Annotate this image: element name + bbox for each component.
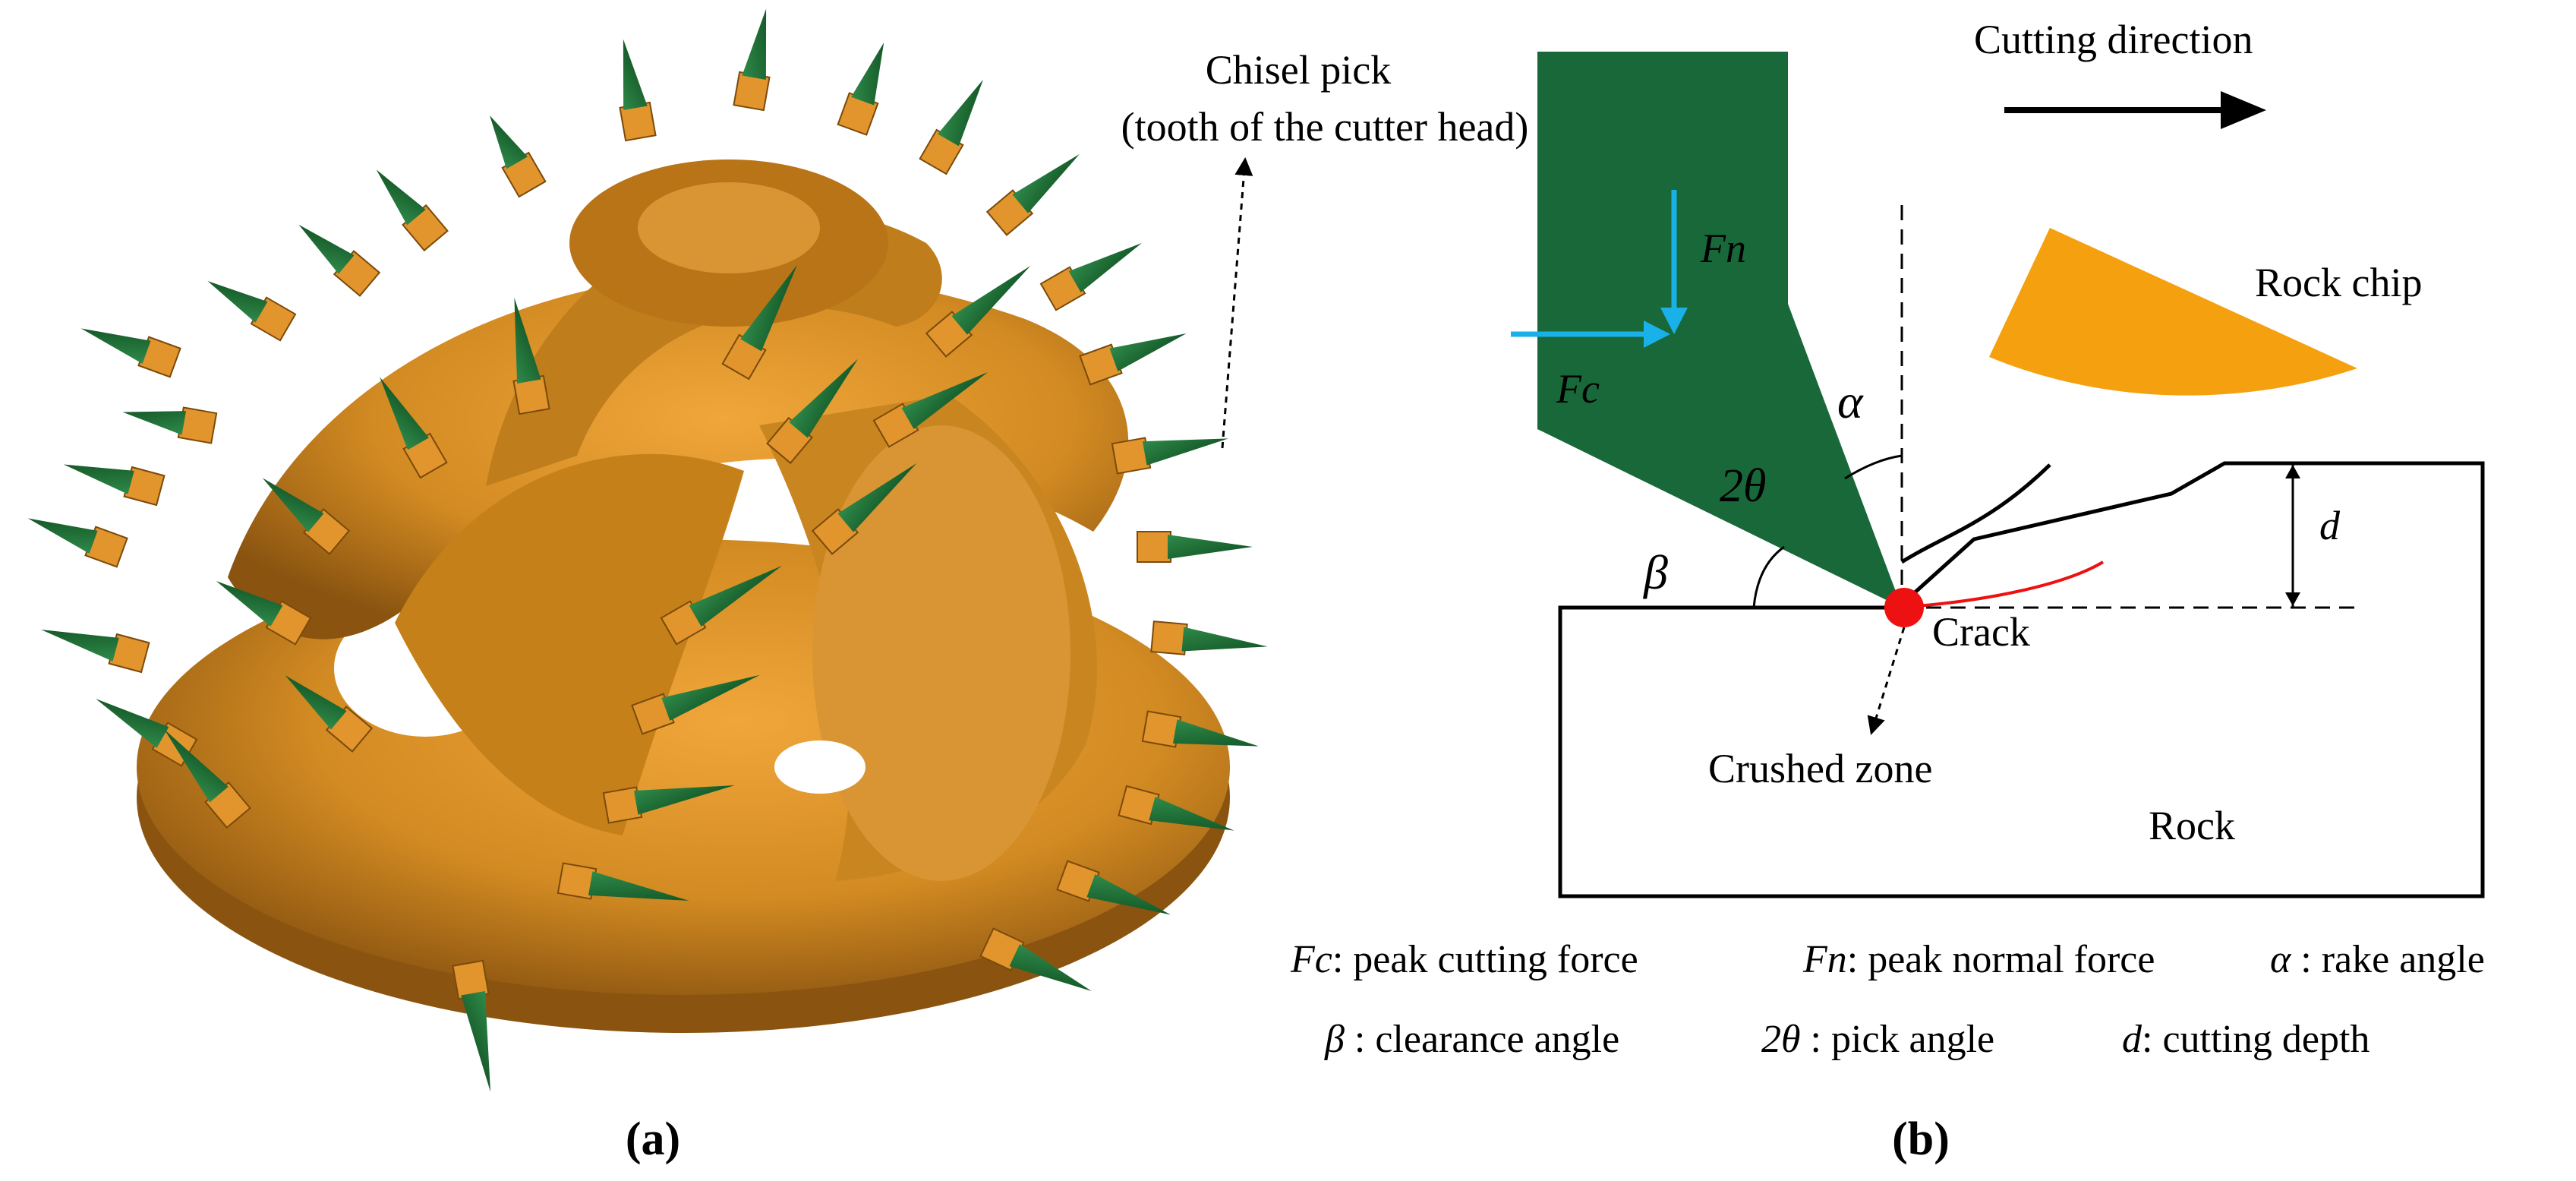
chisel-pick-tooth <box>1039 243 1142 311</box>
chisel-pick-tooth <box>557 862 689 902</box>
chisel-pick-tooth <box>122 406 218 444</box>
chisel-pick-tooth <box>1141 710 1260 748</box>
chisel-pick-tooth <box>919 79 983 175</box>
chisel-pick-tooth <box>41 629 150 674</box>
legend-symbol: Fn <box>1802 938 1847 981</box>
chisel-pick-tooth <box>376 169 449 252</box>
chisel-pick-tooth <box>811 463 917 555</box>
label-crack: Crack <box>1932 609 2030 655</box>
legend-symbol: Fc <box>1290 938 1332 981</box>
symbol-fn: Fn <box>1700 226 1746 271</box>
clearance-angle-arc <box>1752 545 1785 608</box>
depth-arrow-bottom <box>2285 592 2300 606</box>
chisel-pick-tooth <box>207 281 297 342</box>
legend-item-alpha: α : rake angle <box>2270 938 2485 981</box>
chisel-pick-tooth <box>380 377 448 479</box>
symbol-fc: Fc <box>1556 366 1600 412</box>
chisel-pick-tooth <box>27 518 128 568</box>
annotation-chisel-pick: Chisel pick <box>1206 47 1391 93</box>
symbol-d: d <box>2319 503 2341 548</box>
legend-text: : peak normal force <box>1847 938 2155 981</box>
depth-arrow-top <box>2285 465 2300 478</box>
rock-chip-shape <box>1989 228 2357 396</box>
chisel-pick-tooth <box>660 566 782 646</box>
legend-symbol: 2θ <box>1761 1018 1801 1061</box>
crushed-zone-leader <box>1867 627 1906 735</box>
chisel-pick-tooth <box>285 675 374 753</box>
symbol-alpha: α <box>1837 374 1864 428</box>
legend-text: : peak cutting force <box>1332 938 1638 981</box>
cutter-head-illustration <box>137 159 1230 1033</box>
chisel-pick-tooth <box>262 478 351 555</box>
legend-item-beta: β : clearance angle <box>1324 1018 1619 1061</box>
legend-item-fn: Fn: peak normal force <box>1802 938 2155 981</box>
chisel-pick-tooth <box>1118 785 1234 831</box>
legend-text: : pick angle <box>1801 1018 1995 1061</box>
legend-symbol: d <box>2122 1018 2142 1061</box>
chisel-pick-tooth <box>872 372 988 448</box>
legend-text: : rake angle <box>2291 938 2485 981</box>
label-crushed-zone: Crushed zone <box>1708 746 1932 791</box>
annotation-tooth-of-cutter-head: (tooth of the cutter head) <box>1121 104 1529 150</box>
legend: Fc: peak cutting force Fn: peak normal f… <box>1290 938 2485 1061</box>
legend-symbol: α <box>2270 938 2292 981</box>
legend-item-two-theta: 2θ : pick angle <box>1761 1018 1994 1061</box>
panel-label-a: (a) <box>626 1113 680 1165</box>
crack-line <box>1916 561 2105 608</box>
chisel-pick-tooth <box>298 224 381 297</box>
chisel-pick-tooth <box>512 297 550 415</box>
chisel-pick-shape <box>1537 52 1902 608</box>
chisel-pick-tooth <box>733 8 771 112</box>
chisel-pick-tooth <box>490 115 547 198</box>
cutting-force-arrow-head <box>1644 321 1670 348</box>
legend-item-d: d: cutting depth <box>2122 1018 2369 1061</box>
crushed-zone-dot <box>1884 588 1924 627</box>
chisel-pick-tooth <box>721 264 797 381</box>
legend-item-fc: Fc: peak cutting force <box>1290 938 1638 981</box>
chisel-pick-tooth <box>63 464 166 507</box>
legend-text: : clearance angle <box>1345 1018 1619 1061</box>
chisel-pick-tooth <box>1137 531 1253 563</box>
chisel-pick-tooth <box>1150 620 1268 655</box>
label-rock-chip: Rock chip <box>2255 260 2422 305</box>
chisel-pick-tooth <box>1079 333 1187 386</box>
chisel-pick-tooth <box>766 358 858 465</box>
chisel-pick-tooth <box>452 959 491 1092</box>
chisel-pick-tooth <box>837 43 884 136</box>
legend-text: : cutting depth <box>2142 1018 2369 1061</box>
label-cutting-direction: Cutting direction <box>1974 17 2253 62</box>
chisel-pick-tooth <box>979 927 1092 991</box>
chisel-pick-tooth <box>1111 437 1229 475</box>
chisel-pick-tooth <box>602 785 735 824</box>
chisel-pick-tooth <box>164 729 251 829</box>
chisel-pick-tooth <box>216 581 312 646</box>
chisel-pick-tooth <box>619 39 657 142</box>
rock-block <box>1558 461 2485 898</box>
chisel-pick-tooth <box>925 266 1031 358</box>
symbol-beta: β <box>1642 545 1668 599</box>
rake-angle-arc <box>1844 454 1903 480</box>
chisel-pick-tooth <box>985 153 1080 236</box>
chisel-pick-tooth <box>80 328 181 378</box>
normal-force-arrow-head <box>1660 308 1688 334</box>
cut-surface-curve <box>1900 463 2051 564</box>
symbol-two-theta: 2θ <box>1720 460 1766 512</box>
legend-symbol: β <box>1324 1018 1345 1061</box>
label-rock: Rock <box>2149 803 2235 848</box>
panel-label-b: (b) <box>1892 1113 1950 1165</box>
annotation-leader-line <box>1221 157 1253 449</box>
chisel-pick-tooth <box>631 674 760 735</box>
chisel-pick-tooth <box>1056 860 1171 915</box>
chisel-pick-teeth <box>27 8 1268 1092</box>
cutting-direction-arrow-head <box>2221 91 2266 129</box>
